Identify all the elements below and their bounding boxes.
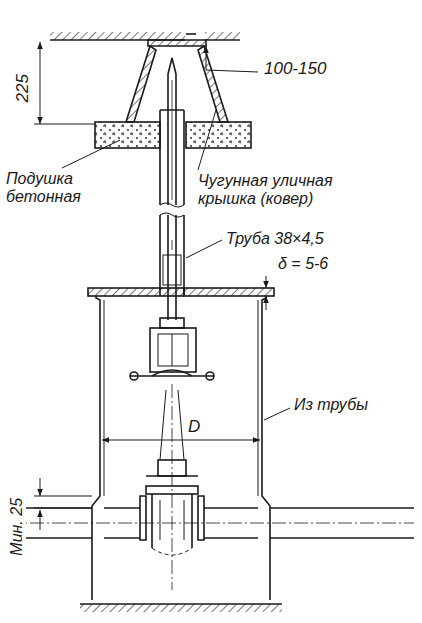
chamber-walls-part [262,296,270,600]
callout-label: D [186,418,202,437]
extension-tube-part [160,203,184,207]
dimension-lines [34,42,266,530]
spindle-stem-part [175,74,177,205]
leader-lines-part [198,110,216,170]
dimension-lines-part [40,478,41,496]
coupling-part [152,370,192,376]
leader-lines-part [62,140,120,168]
leader-lines [62,110,290,420]
street-cover-part [198,46,228,122]
callout-label: Труба 38×4,5 [224,230,326,248]
concrete-pad-part [95,122,160,148]
callout-label: δ = 5-6 [276,255,330,273]
coupling-part [130,372,138,380]
chamber-walls-part [92,296,100,600]
main-pipe-part [172,240,173,590]
dimension-lines-part [206,46,207,70]
dimension-lines-part [266,276,267,288]
dimension-lines-part [40,42,41,124]
chamber-cover-plate-part [159,288,161,296]
leader-lines-part [264,408,290,420]
chamber-cover-plate [88,288,274,296]
chamber-cover-plate-part [184,288,274,296]
spindle-stem-part [168,58,176,74]
concrete-pad [95,122,251,148]
dimension-label: 225 [14,72,33,104]
chamber-walls-part [258,300,259,496]
extension-tube-part [160,110,184,205]
coupling-part [172,334,173,366]
extension-tube-part [167,215,169,320]
spindle-stem [168,58,176,205]
dimension-lines-part [34,508,92,509]
extension-tube-part [160,215,184,290]
extension-tube-part [175,215,177,320]
coupling-part [158,334,188,366]
spindle-stem-part [172,80,173,200]
extension-tube-part [160,213,184,217]
coupling [130,318,214,380]
gate-valve-part [198,496,204,540]
street-cover-part [126,46,156,122]
ground-line-part [205,32,240,40]
chamber-walls [80,296,282,612]
callout-label: Из трубы [292,396,370,414]
ground-line [50,32,240,40]
main-pipe-part [8,523,414,524]
spindle-stem-part [167,74,169,205]
drawing-lines [8,32,414,612]
dimension-lines-part [40,510,41,530]
dimension-lines-part [34,124,95,125]
chamber-cover-plate-part [88,288,184,296]
main-pipe [8,240,414,590]
concrete-pad-part [186,122,251,148]
ground-line-part [50,32,185,40]
dimension-lines-part [34,496,92,497]
callout-label: Подушка бетонная [4,170,108,205]
gate-valve-part [140,496,146,540]
street-cover-part [186,33,196,35]
dimension-label: Мин. 25 [8,496,26,558]
chamber-walls-part [104,300,105,496]
coupling-part [130,375,214,377]
dimension-lines-part [102,440,260,441]
dimension-lines-part [266,296,267,310]
chamber-walls-part [80,604,282,612]
callout-label: 100-150 [262,60,328,79]
coupling-part [160,318,184,328]
coupling-part [206,372,214,380]
leader-lines-part [186,240,222,258]
street-cover [126,34,228,122]
callout-label: Чугунная уличная крышка (ковер) [196,172,340,207]
coupling-part [150,328,196,372]
extension-tube-part [163,255,181,285]
street-cover-part [148,40,206,46]
dimension-lines-part [206,70,258,72]
